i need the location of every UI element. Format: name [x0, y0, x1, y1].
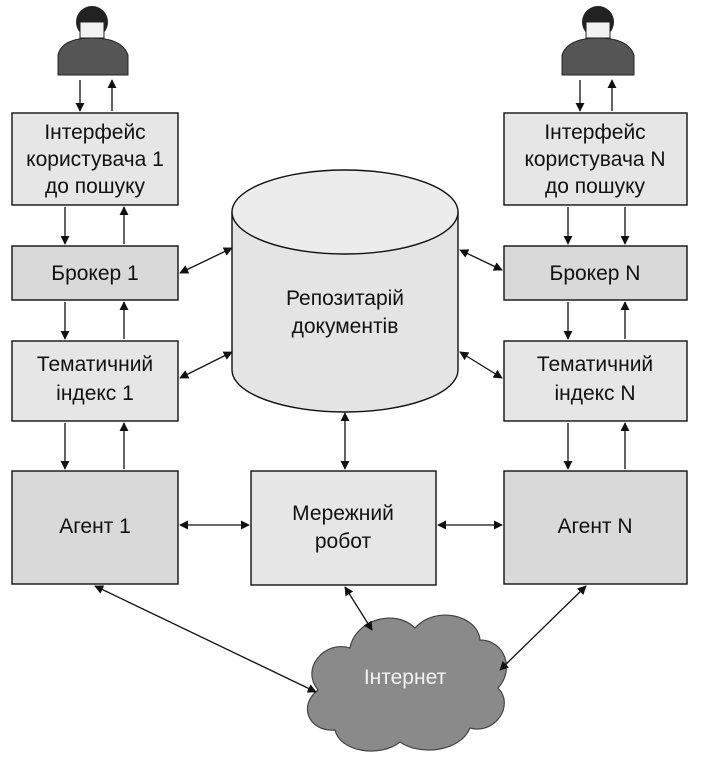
- repository-line-2: документів: [292, 315, 399, 338]
- thematic-index-1-line-2: індекс 1: [56, 382, 134, 405]
- agent-n-label: Агент N: [557, 515, 632, 538]
- network-robot-line-1: Мережний: [292, 502, 394, 525]
- broker-1-box: Брокер 1: [11, 245, 179, 301]
- left-column-connectors: [60, 79, 129, 470]
- repository-connectors: [179, 247, 503, 470]
- document-repository-cylinder: Репозитарій документів: [231, 169, 459, 413]
- agent-n-box: Агент N: [503, 470, 688, 585]
- thematic-index-n-line-2: індекс N: [554, 382, 635, 405]
- network-robot-box: Мережний робот: [250, 470, 437, 586]
- thematic-index-1-line-1: Тематичний: [37, 353, 153, 376]
- network-robot-line-2: робот: [315, 530, 372, 553]
- user-n-icon: [561, 6, 635, 76]
- user-interface-n-line-1: Інтерфейс: [544, 121, 645, 144]
- user-interface-1-line-3: до пошуку: [45, 175, 146, 198]
- internet-cloud-icon: Інтернет: [306, 614, 507, 752]
- broker-n-box: Брокер N: [503, 245, 688, 301]
- thematic-index-1-box: Тематичний індекс 1: [11, 340, 179, 422]
- thematic-index-n-line-1: Тематичний: [537, 353, 653, 376]
- broker-n-label: Брокер N: [550, 262, 641, 285]
- agent-1-label: Агент 1: [59, 515, 131, 538]
- thematic-index-n-box: Тематичний індекс N: [503, 340, 688, 422]
- user-interface-1-box: Інтерфейс користувача 1 до пошуку: [11, 112, 179, 206]
- user-interface-1-line-2: користувача 1: [26, 148, 164, 171]
- repository-line-1: Репозитарій: [286, 287, 404, 310]
- user-interface-n-line-3: до пошуку: [545, 175, 646, 198]
- agent-1-box: Агент 1: [11, 470, 179, 585]
- network-connectors: [94, 520, 587, 693]
- user-interface-1-line-1: Інтерфейс: [44, 121, 145, 144]
- internet-label: Інтернет: [364, 666, 447, 689]
- broker-1-label: Брокер 1: [51, 262, 138, 285]
- user-interface-n-box: Інтерфейс користувача N до пошуку: [503, 112, 688, 206]
- user-interface-n-line-2: користувача N: [524, 148, 665, 171]
- user-1-icon: [57, 6, 129, 76]
- right-column-connectors: [563, 79, 630, 470]
